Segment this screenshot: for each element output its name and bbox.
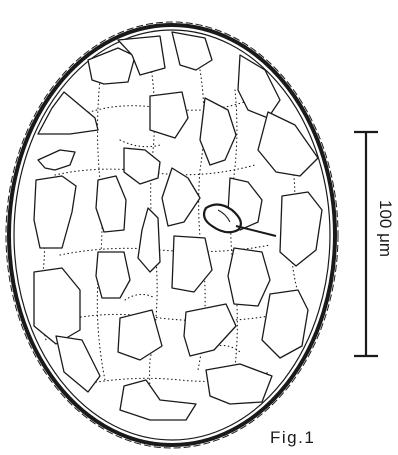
scale-bar-label: 100 μm [376,200,395,257]
plates [34,32,322,420]
scale-bar: 100 μm [354,132,395,356]
figure-caption: Fig.1 [270,428,315,448]
